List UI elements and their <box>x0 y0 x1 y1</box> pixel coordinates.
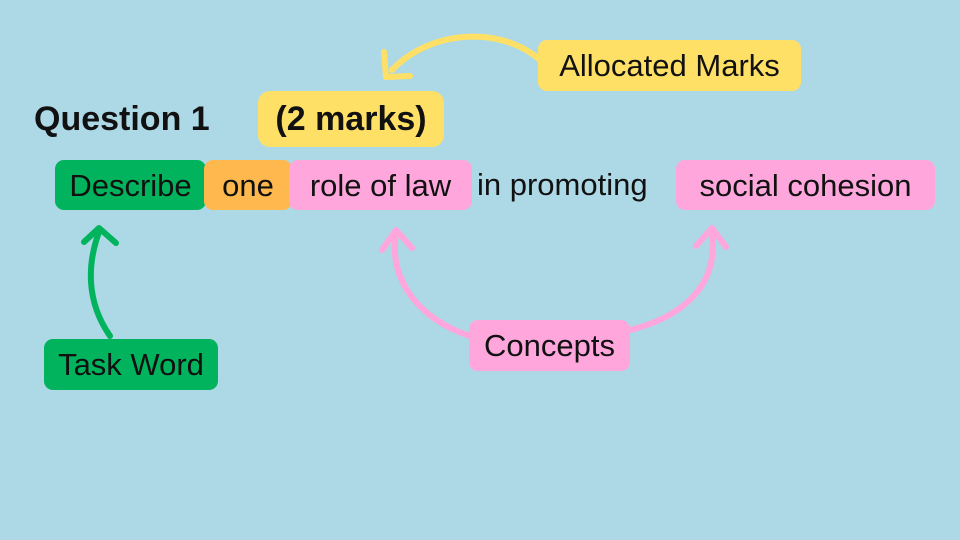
marks-badge: (2 marks) <box>258 91 444 147</box>
concept-highlight-role-of-law: role of law <box>289 160 472 210</box>
concepts-label: Concepts <box>469 320 630 371</box>
connector-text: in promoting <box>477 167 648 202</box>
allocated-marks-label: Allocated Marks <box>538 40 801 91</box>
question-title: Question 1 <box>34 100 210 138</box>
allocated-marks-arrow <box>381 33 543 80</box>
concepts-arrow-left <box>379 227 473 339</box>
task-word-arrow <box>81 225 119 339</box>
concept-highlight-social-cohesion: social cohesion <box>676 160 935 210</box>
task-word-highlight: Describe <box>55 160 206 210</box>
concepts-arrow-right <box>627 225 729 333</box>
task-word-label: Task Word <box>44 339 218 390</box>
quantity-highlight: one <box>204 160 292 210</box>
